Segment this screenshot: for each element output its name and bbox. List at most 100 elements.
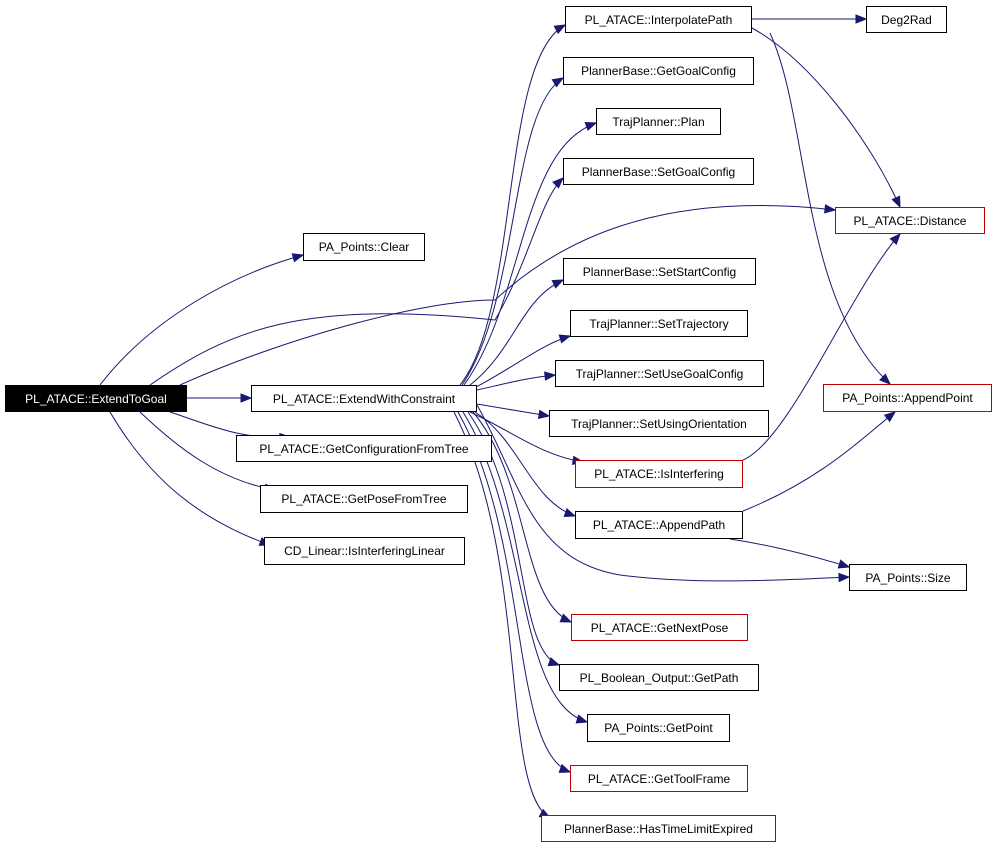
edge-line <box>109 411 271 546</box>
node-label: PL_ATACE::ExtendToGoal <box>25 391 167 406</box>
edge-line <box>457 411 571 773</box>
edge-interpolate_path-to-deg2rad <box>752 14 868 24</box>
node-is-interfering-linear[interactable]: CD_Linear::IsInterferingLinear <box>264 537 465 565</box>
edge-extend_with_constraint-to-set_using_orientation <box>476 403 551 419</box>
node-label: Deg2Rad <box>881 12 932 27</box>
node-get-path[interactable]: PL_Boolean_Output::GetPath <box>559 664 759 691</box>
edge-extend_with_constraint-to-set_use_goal_config <box>476 371 557 391</box>
node-set-goal-config[interactable]: PlannerBase::SetGoalConfig <box>563 158 754 185</box>
node-interpolate-path[interactable]: PL_ATACE::InterpolatePath <box>565 6 752 33</box>
node-label: PL_ATACE::IsInterfering <box>594 467 724 481</box>
edge-extend_to_goal-to-extend_with_constraint <box>187 393 253 403</box>
node-label: PL_Boolean_Output::GetPath <box>579 670 739 685</box>
edge-extend_with_constraint-to-interpolate_path <box>459 24 567 386</box>
node-label: TrajPlanner::Plan <box>612 114 705 129</box>
node-label: PL_ATACE::ExtendWithConstraint <box>272 391 456 406</box>
edge-interpolate_path-to-append_point <box>769 32 891 385</box>
node-extend-to-goal[interactable]: PL_ATACE::ExtendToGoal <box>5 385 187 412</box>
arrow-head-icon <box>291 253 305 263</box>
edge-line <box>742 233 901 461</box>
edge-line <box>99 254 304 386</box>
edge-line <box>453 411 551 819</box>
node-size[interactable]: PA_Points::Size <box>849 564 967 591</box>
node-label: PL_ATACE::AppendPath <box>592 518 726 532</box>
arrow-head-icon <box>584 122 598 131</box>
edge-line <box>769 32 891 385</box>
node-label: PA_Points::GetPoint <box>604 721 713 735</box>
arrow-head-icon <box>563 508 577 517</box>
node-get-goal-config[interactable]: PlannerBase::GetGoalConfig <box>563 57 754 85</box>
arrow-head-icon <box>240 393 253 403</box>
node-get-pose-from-tree[interactable]: PL_ATACE::GetPoseFromTree <box>260 485 468 513</box>
node-label: TrajPlanner::SetUseGoalConfig <box>575 366 744 381</box>
edge-line <box>149 177 564 386</box>
node-deg2rad[interactable]: Deg2Rad <box>866 6 947 33</box>
edge-is_interfering-to-distance <box>742 232 901 461</box>
arrow-head-icon <box>559 613 573 623</box>
node-plan[interactable]: TrajPlanner::Plan <box>596 108 721 135</box>
arrow-head-icon <box>553 24 567 35</box>
edge-extend_with_constraint-to-plan <box>463 122 598 386</box>
node-distance[interactable]: PL_ATACE::Distance <box>835 207 985 234</box>
arrow-head-icon <box>879 373 891 385</box>
node-label: PL_ATACE::GetPoseFromTree <box>281 492 447 506</box>
node-label: PL_ATACE::Distance <box>853 213 967 228</box>
edge-line <box>461 77 564 386</box>
node-label: TrajPlanner::SetUsingOrientation <box>571 416 747 431</box>
arrow-head-icon <box>838 572 851 583</box>
node-set-trajectory[interactable]: TrajPlanner::SetTrajectory <box>570 310 748 337</box>
edge-line <box>139 411 276 491</box>
edge-line <box>474 411 576 517</box>
node-set-using-orientation[interactable]: TrajPlanner::SetUsingOrientation <box>549 410 769 437</box>
arrow-head-icon <box>558 763 572 773</box>
node-set-start-config[interactable]: PlannerBase::SetStartConfig <box>563 258 756 285</box>
arrow-head-icon <box>551 77 565 88</box>
arrow-head-icon <box>552 177 564 189</box>
arrow-head-icon <box>558 334 572 344</box>
edge-line <box>742 411 896 512</box>
node-label: PA_Points::Size <box>865 570 951 585</box>
node-label: PlannerBase::SetStartConfig <box>582 264 737 279</box>
edge-line <box>463 122 597 386</box>
edge-extend_with_constraint-to-append_path <box>474 411 577 517</box>
node-label: PL_ATACE::GetConfigurationFromTree <box>259 441 469 456</box>
edge-line <box>179 205 836 386</box>
node-get-next-pose[interactable]: PL_ATACE::GetNextPose <box>571 614 748 641</box>
node-append-path[interactable]: PL_ATACE::AppendPath <box>575 511 743 539</box>
node-label: PL_ATACE::GetToolFrame <box>587 771 731 786</box>
arrow-head-icon <box>824 204 837 214</box>
node-get-config-from-tree[interactable]: PL_ATACE::GetConfigurationFromTree <box>236 435 492 462</box>
arrow-head-icon <box>883 411 897 423</box>
node-label: PlannerBase::HasTimeLimitExpired <box>564 821 753 836</box>
edge-extend_to_goal-to-distance <box>179 204 837 386</box>
node-has-time-limit-expired[interactable]: PlannerBase::HasTimeLimitExpired <box>541 815 776 842</box>
edge-append_path-to-size <box>729 538 851 569</box>
arrow-head-icon <box>855 14 868 24</box>
edge-extend_with_constraint-to-size <box>476 404 851 583</box>
node-set-use-goal-config[interactable]: TrajPlanner::SetUseGoalConfig <box>555 360 764 387</box>
node-clear[interactable]: PA_Points::Clear <box>303 233 425 261</box>
edge-line <box>469 411 584 463</box>
edge-extend_with_constraint-to-set_start_config <box>469 279 565 386</box>
node-label: PL_ATACE::InterpolatePath <box>584 12 733 27</box>
node-is-interfering[interactable]: PL_ATACE::IsInterfering <box>575 460 743 488</box>
node-label: TrajPlanner::SetTrajectory <box>589 316 729 331</box>
arrow-head-icon <box>544 371 557 381</box>
node-label: PL_ATACE::GetNextPose <box>590 620 729 635</box>
edge-extend_with_constraint-to-get_tool_frame <box>457 411 572 773</box>
edge-line <box>459 24 566 386</box>
edge-line <box>469 279 564 386</box>
edge-line <box>729 538 850 568</box>
node-get-point[interactable]: PA_Points::GetPoint <box>587 714 730 742</box>
arrow-head-icon <box>575 714 589 724</box>
node-label: CD_Linear::IsInterferingLinear <box>284 544 445 558</box>
node-extend-with-constraint[interactable]: PL_ATACE::ExtendWithConstraint <box>251 385 477 412</box>
node-get-tool-frame[interactable]: PL_ATACE::GetToolFrame <box>570 765 748 792</box>
arrow-head-icon <box>891 195 901 209</box>
edge-extend_to_goal-to-set_goal_config <box>149 177 564 386</box>
arrow-head-icon <box>551 279 565 289</box>
node-label: PA_Points::Clear <box>318 240 410 254</box>
arrow-head-icon <box>537 409 551 419</box>
node-append-point[interactable]: PA_Points::AppendPoint <box>823 384 992 412</box>
